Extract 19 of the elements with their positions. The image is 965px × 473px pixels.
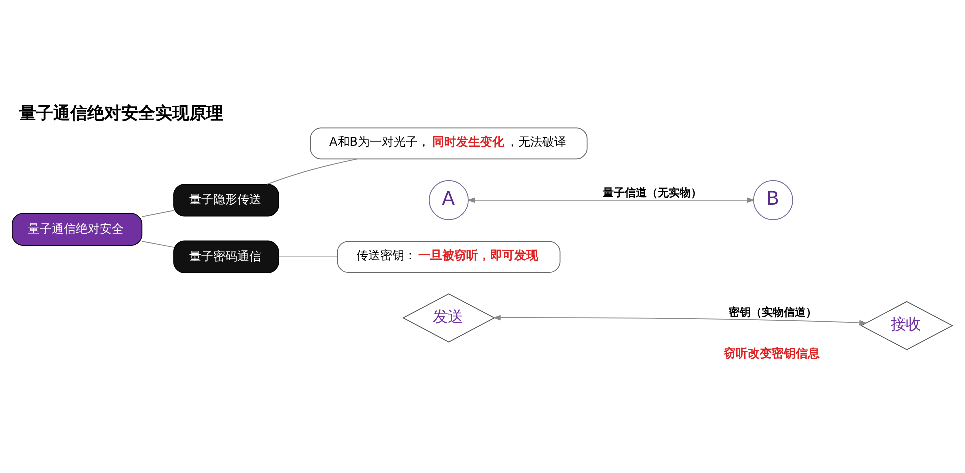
- node-box: 量子隐形传送: [174, 184, 280, 217]
- connector: [267, 158, 358, 185]
- connector: [142, 241, 174, 248]
- node-diamond: 接收: [860, 301, 954, 350]
- connector: [142, 210, 174, 218]
- arrow: [493, 315, 868, 326]
- edge-label: 量子信道（无实物）: [602, 186, 702, 200]
- node-box: 传送密钥：一旦被窃听，即可发现: [337, 241, 561, 274]
- arrow: [467, 198, 756, 204]
- node-box: 量子通信绝对安全: [12, 213, 143, 246]
- node-circle: B: [753, 180, 794, 220]
- edge-label: 密钥（实物信道）: [729, 306, 818, 319]
- node-diamond: 发送: [402, 294, 496, 343]
- node-box: 量子密码通信: [174, 240, 280, 274]
- label: 窃听改变密钥信息: [724, 346, 820, 360]
- diagram-title: 量子通信绝对安全实现原理: [19, 104, 224, 124]
- node-box: A和B为一对光子，同时发生变化，无法破译: [310, 128, 588, 160]
- node-circle: A: [429, 180, 469, 220]
- connector: [278, 256, 338, 258]
